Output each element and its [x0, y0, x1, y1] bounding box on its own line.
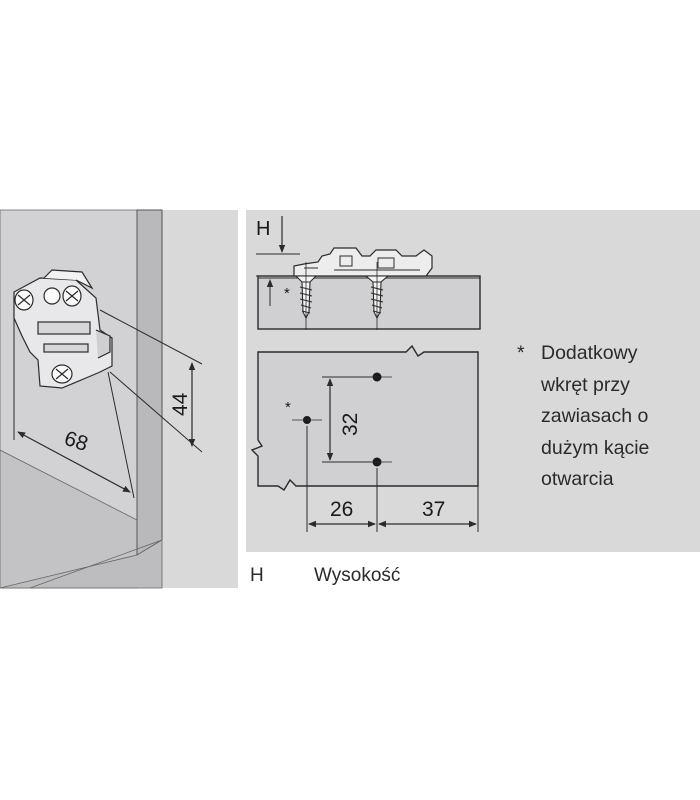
side-board: [257, 275, 481, 330]
note-line: wkręt przy: [541, 373, 630, 396]
note-marker: *: [517, 342, 525, 364]
plate-profile: [293, 247, 433, 277]
plan-screw-mark: *: [285, 399, 291, 416]
note-line: dużym kącie: [541, 436, 650, 459]
dim44-ext-top: [99, 309, 203, 365]
plan-board: [250, 344, 479, 491]
legend-value: Wysokość: [314, 565, 401, 586]
dim-37-label: 37: [422, 498, 445, 521]
section-screw-mark: *: [284, 285, 290, 302]
note-line: Dodatkowy: [541, 342, 638, 364]
dim-32-label: 32: [339, 413, 362, 436]
perspective-view: 44 68: [0, 209, 238, 589]
technical-view: H *: [246, 210, 700, 552]
legend-key: H: [250, 565, 264, 586]
note-line: zawiasach o: [541, 405, 649, 427]
mounting-plate-3d: [13, 269, 113, 389]
plate-profile-detail: [304, 255, 420, 271]
note-line: otwarcia: [541, 468, 614, 490]
h-label: H: [256, 218, 270, 240]
cabinet-front-bottom-line: [29, 539, 163, 589]
dim-26-label: 26: [330, 498, 353, 521]
plan-view: * 32 26 37: [250, 344, 479, 532]
cabinet-front-edge: [136, 209, 163, 556]
dim44-ext-bottom: [109, 371, 203, 453]
dim68-line: [17, 431, 131, 493]
section-view: H *: [256, 216, 481, 330]
dim-44-label: 44: [169, 392, 192, 416]
note-text: Dodatkowy wkręt przy zawiasach o dużym k…: [541, 338, 649, 496]
